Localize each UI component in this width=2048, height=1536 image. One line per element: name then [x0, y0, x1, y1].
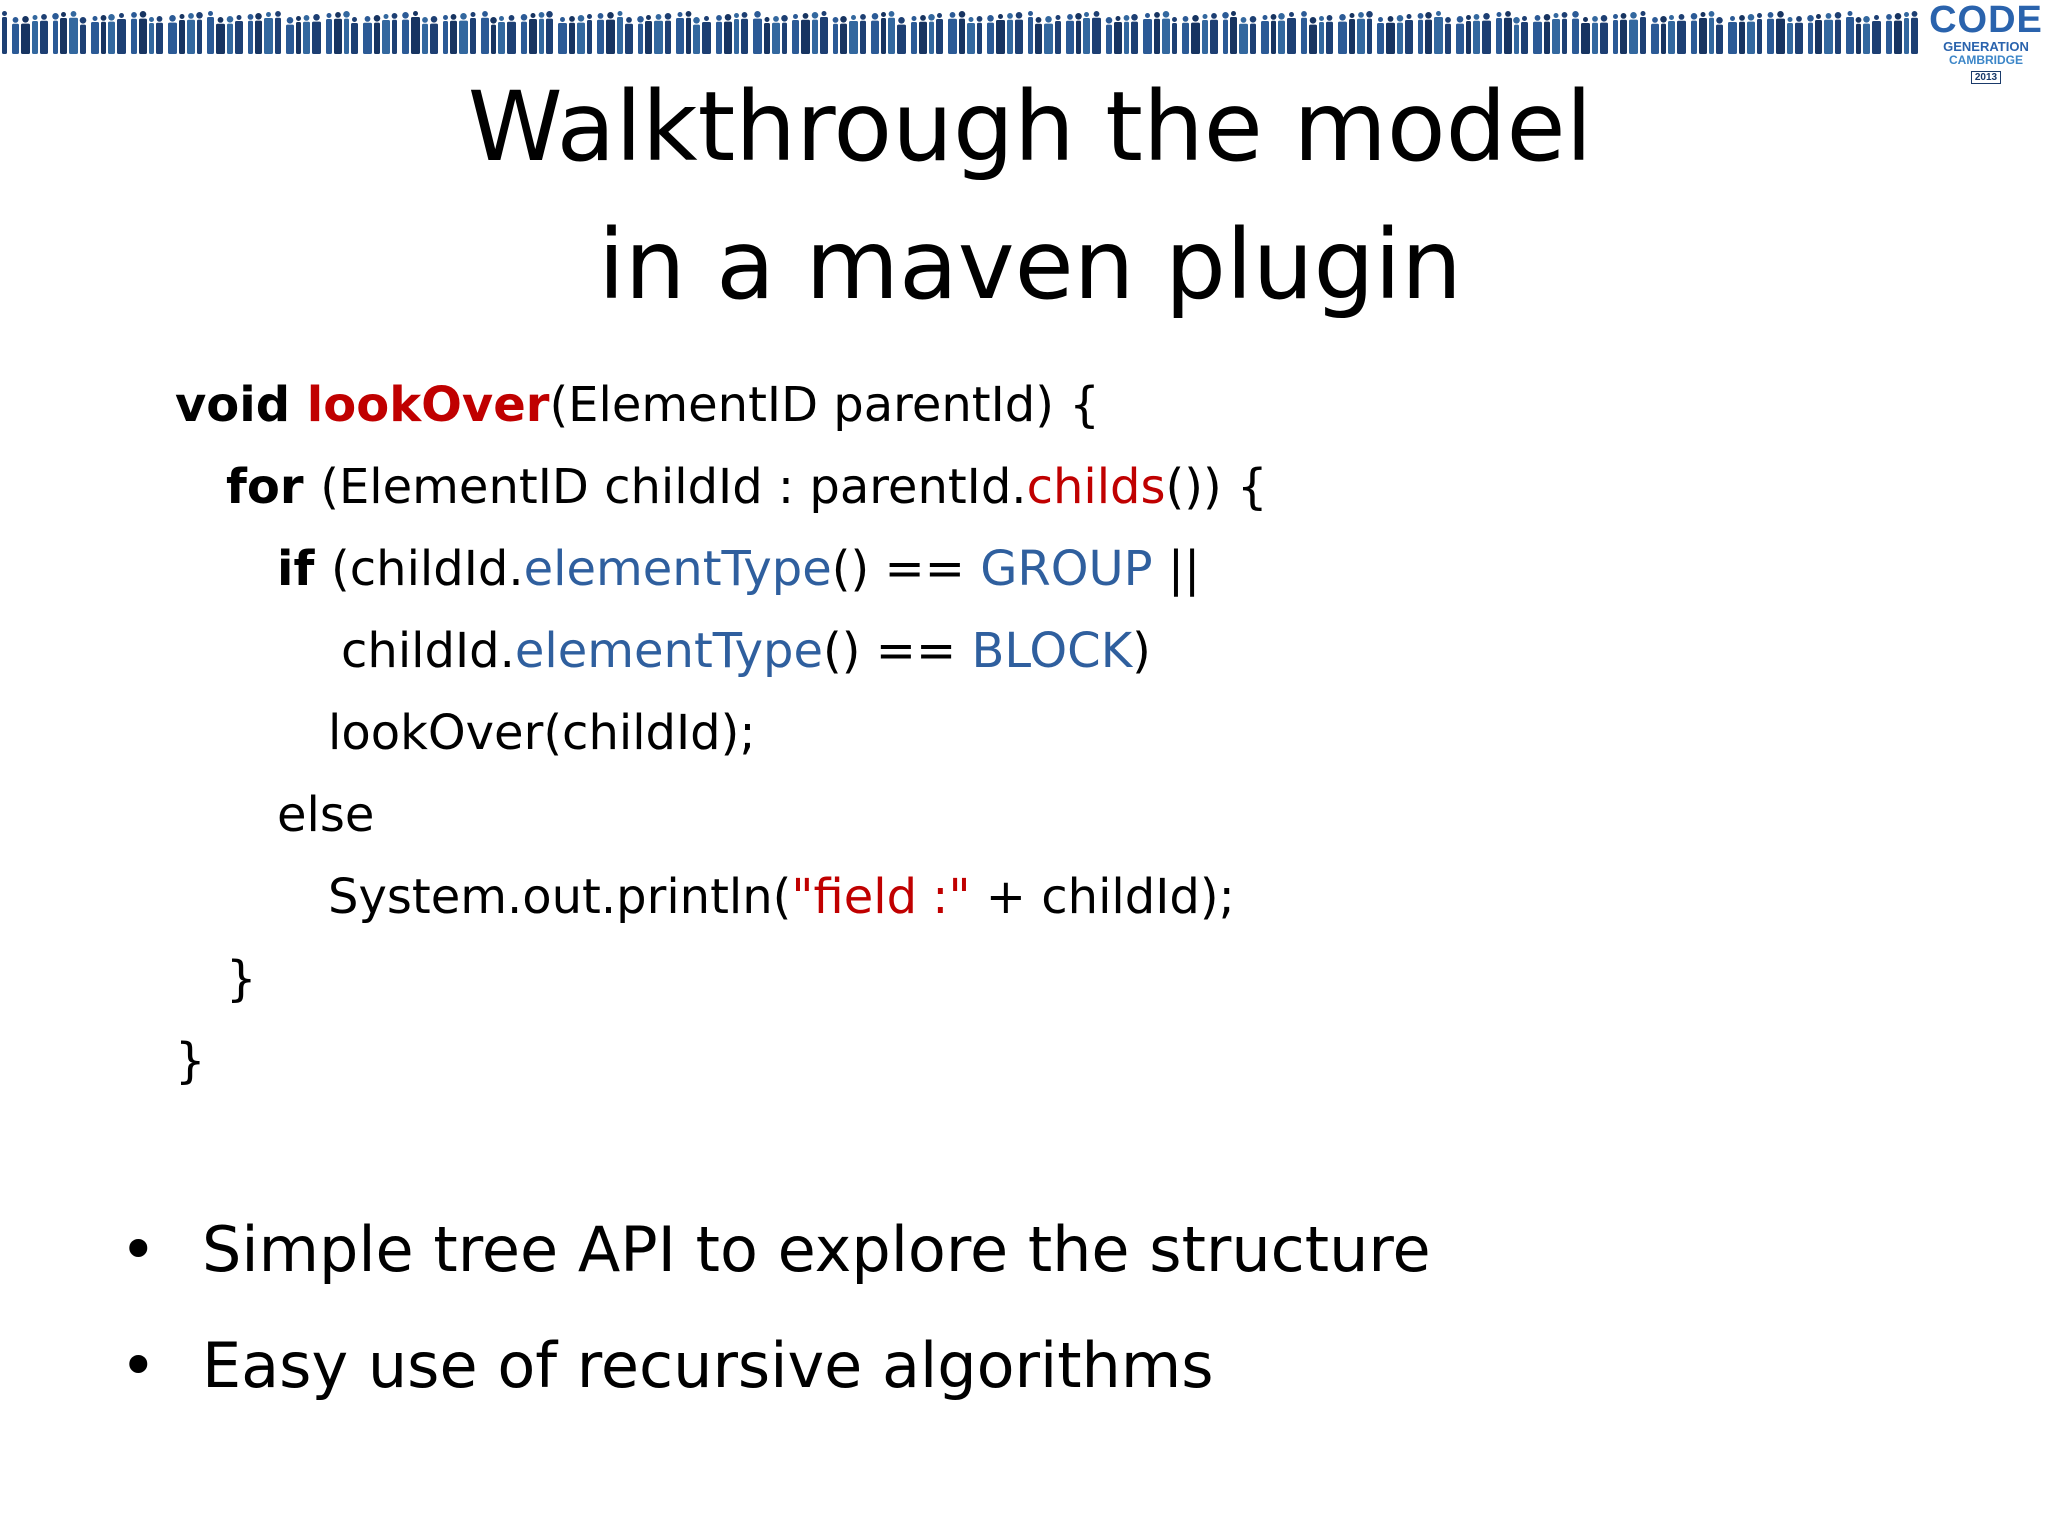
keyword: for [226, 459, 321, 515]
header-banner-silhouettes [0, 8, 1920, 56]
title-line-1: Walkthrough the model [467, 71, 1593, 183]
method-name: childs [1026, 459, 1166, 515]
logo-year-text: 2013 [1970, 71, 2002, 84]
code-text: System.out.println( [328, 869, 792, 925]
method-name: lookOver [306, 377, 550, 433]
method-name: elementType [514, 623, 824, 679]
code-line-1: void lookOver(ElementID parentId) { [175, 370, 1100, 440]
code-line-8: } [226, 951, 257, 1007]
code-generation-logo: CODE GENERATION CAMBRIDGE 2013 [1924, 0, 2048, 84]
code-line-4: childId.elementType() == BLOCK) [341, 616, 1151, 686]
title-line-2: in a maven plugin [598, 209, 1462, 321]
method-name: elementType [523, 541, 832, 597]
logo-cambridge-text: CAMBRIDGE [1949, 53, 2023, 67]
code-line-7: System.out.println("field :" + childId); [328, 862, 1235, 932]
slide-title: Walkthrough the model in a maven plugin [300, 58, 1760, 334]
bullet-text: Simple tree API to explore the structure [202, 1213, 1431, 1286]
logo-code-text: CODE [1929, 0, 2043, 41]
code-text: (childId. [331, 541, 524, 597]
code-text: () == [823, 623, 972, 679]
keyword: if [277, 541, 332, 597]
code-line-5: lookOver(childId); [328, 705, 756, 761]
code-line-3: if (childId.elementType() == GROUP || [277, 534, 1200, 604]
bullet-text: Easy use of recursive algorithms [202, 1329, 1214, 1402]
code-text: ) [1132, 623, 1151, 679]
logo-generation-text: GENERATION [1943, 39, 2029, 54]
string-literal: "field :" [791, 869, 971, 925]
code-line-2: for (ElementID childId : parentId.childs… [226, 452, 1268, 522]
code-text: (ElementID parentId) { [549, 377, 1100, 433]
code-text: + childId); [970, 869, 1235, 925]
code-text: childId. [341, 623, 515, 679]
keyword: void [175, 377, 307, 433]
constant: GROUP [980, 541, 1153, 597]
code-line-9: } [175, 1033, 206, 1089]
code-text: () == [831, 541, 981, 597]
bullet-marker: • [120, 1329, 157, 1402]
silhouette-figures [2, 11, 1918, 55]
bullet-marker: • [120, 1213, 157, 1286]
code-text: || [1152, 541, 1201, 597]
code-text: ()) { [1165, 459, 1268, 515]
constant: BLOCK [971, 623, 1133, 679]
code-text: (ElementID childId : parentId. [320, 459, 1027, 515]
code-line-6: else [277, 787, 375, 843]
